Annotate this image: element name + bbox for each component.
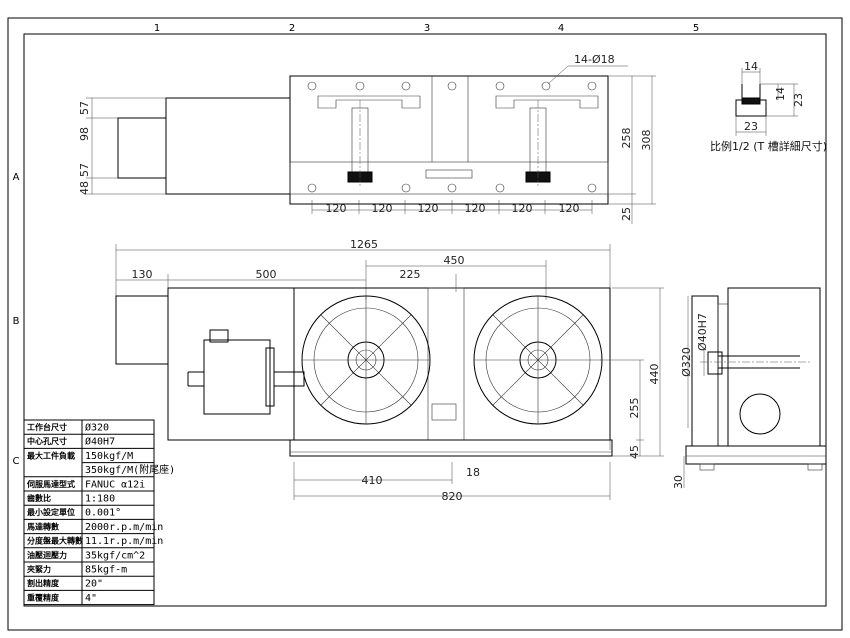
left-dim-1: 57 [78, 101, 91, 115]
spec-value: 2000r.p.m/min [85, 522, 163, 533]
zone-markers: 1 2 3 4 5 A B C [13, 23, 700, 467]
spec-label: 中心孔尺寸 [27, 436, 67, 446]
spec-value: Ø320 [85, 422, 109, 434]
dim-45: 45 [628, 445, 641, 459]
zone-row-c: C [13, 456, 20, 467]
dim-dia320: Ø320 [680, 347, 693, 377]
spec-value: 4" [85, 593, 97, 604]
spec-value: FANUC α12i [85, 479, 145, 490]
dim-dia40: Ø40H7 [696, 313, 709, 351]
motor-stub-top [117, 117, 167, 179]
spec-value: 85kgf-m [85, 565, 127, 576]
top-view: 14-Ø18 120 120 120 120 120 120 57 98 57 … [78, 53, 656, 224]
spacing-6: 120 [559, 202, 580, 215]
hole-callout: 14-Ø18 [574, 53, 615, 66]
spacing-5: 120 [512, 202, 533, 215]
slot-bottom: 23 [744, 120, 758, 133]
spacing-2: 120 [372, 202, 393, 215]
mounting-holes [307, 81, 597, 193]
left-dim-4: 48 [78, 181, 91, 195]
spec-label: 工作台尺寸 [27, 422, 67, 432]
zone-row-a: A [13, 172, 20, 183]
zone-col-4: 4 [558, 23, 564, 34]
base-top [289, 75, 609, 205]
spec-table-border [23, 419, 155, 606]
zone-row-b: B [13, 316, 20, 327]
dim-500: 500 [256, 268, 277, 281]
dim-410: 410 [362, 474, 383, 487]
dim-255: 255 [628, 398, 641, 419]
dim-1265: 1265 [350, 238, 378, 251]
spec-label: 馬達轉數 [27, 521, 59, 531]
dim-440: 440 [648, 364, 661, 385]
motor-housing-top [165, 97, 291, 195]
spec-value: 0.001° [85, 508, 121, 519]
dim-820: 820 [442, 490, 463, 503]
base-rail [289, 161, 609, 195]
spec-label: 齒數比 [27, 493, 51, 503]
base-front [293, 287, 611, 441]
spec-table: 工作台尺寸 Ø320 中心孔尺寸 Ø40H7 最大工件負載 150kgf/M350kgf/… [23, 419, 175, 606]
spec-label: 割出精度 [27, 578, 60, 588]
right-dim-25: 25 [620, 207, 633, 221]
spec-value: 11.1r.p.m/min [85, 536, 163, 547]
spec-label: 伺服馬達型式 [26, 479, 75, 489]
spacing-dims: 120 120 120 120 120 120 [311, 200, 593, 215]
zone-col-2: 2 [289, 23, 295, 34]
spec-value: 350kgf/M(附尾座) [85, 463, 175, 476]
spacing-4: 120 [465, 202, 486, 215]
outer-frame [7, 17, 843, 631]
dim-450: 450 [444, 254, 465, 267]
rotary-table-right [473, 295, 603, 425]
right-dim-308: 308 [640, 130, 653, 151]
spec-value: 35kgf/cm^2 [85, 550, 145, 561]
spec-label: 夾緊力 [27, 564, 51, 574]
dim-130: 130 [132, 268, 153, 281]
spacing-3: 120 [418, 202, 439, 215]
spec-value: 20" [85, 579, 103, 590]
spec-value: 150kgf/M [85, 451, 133, 462]
front-view: 1265 450 130 500 225 [115, 238, 664, 503]
zone-col-3: 3 [424, 23, 430, 34]
side-view: Ø320 Ø40H7 30 [672, 287, 827, 489]
rotary-table-left [301, 295, 431, 425]
left-dim-2: 98 [78, 127, 91, 141]
spec-label: 最大工件負載 [27, 450, 75, 460]
left-dim-3: 57 [78, 163, 91, 177]
slot-right1: 14 [774, 87, 787, 101]
spec-label: 重覆精度 [27, 592, 60, 602]
right-dim-258: 258 [620, 128, 633, 149]
inner-frame [23, 33, 827, 607]
spec-value: Ø40H7 [85, 436, 115, 448]
dim-225: 225 [400, 268, 421, 281]
spec-label: 油壓迴壓力 [27, 550, 67, 560]
slot-right2: 23 [792, 93, 805, 107]
dim-30: 30 [672, 475, 685, 489]
dim-18: 18 [466, 466, 480, 479]
spec-label: 最小設定單位 [27, 507, 75, 517]
t-slot-detail: 14 14 23 23 比例1/2 (T 槽詳細尺寸) [710, 60, 827, 153]
spec-value: 1:180 [85, 494, 115, 505]
spacing-1: 120 [326, 202, 347, 215]
slot-top: 14 [744, 60, 758, 73]
slot-caption: 比例1/2 (T 槽詳細尺寸) [710, 139, 827, 153]
spec-label: 分度盤最大轉數 [27, 536, 83, 546]
zone-col-5: 5 [693, 23, 699, 34]
zone-col-1: 1 [154, 23, 160, 34]
